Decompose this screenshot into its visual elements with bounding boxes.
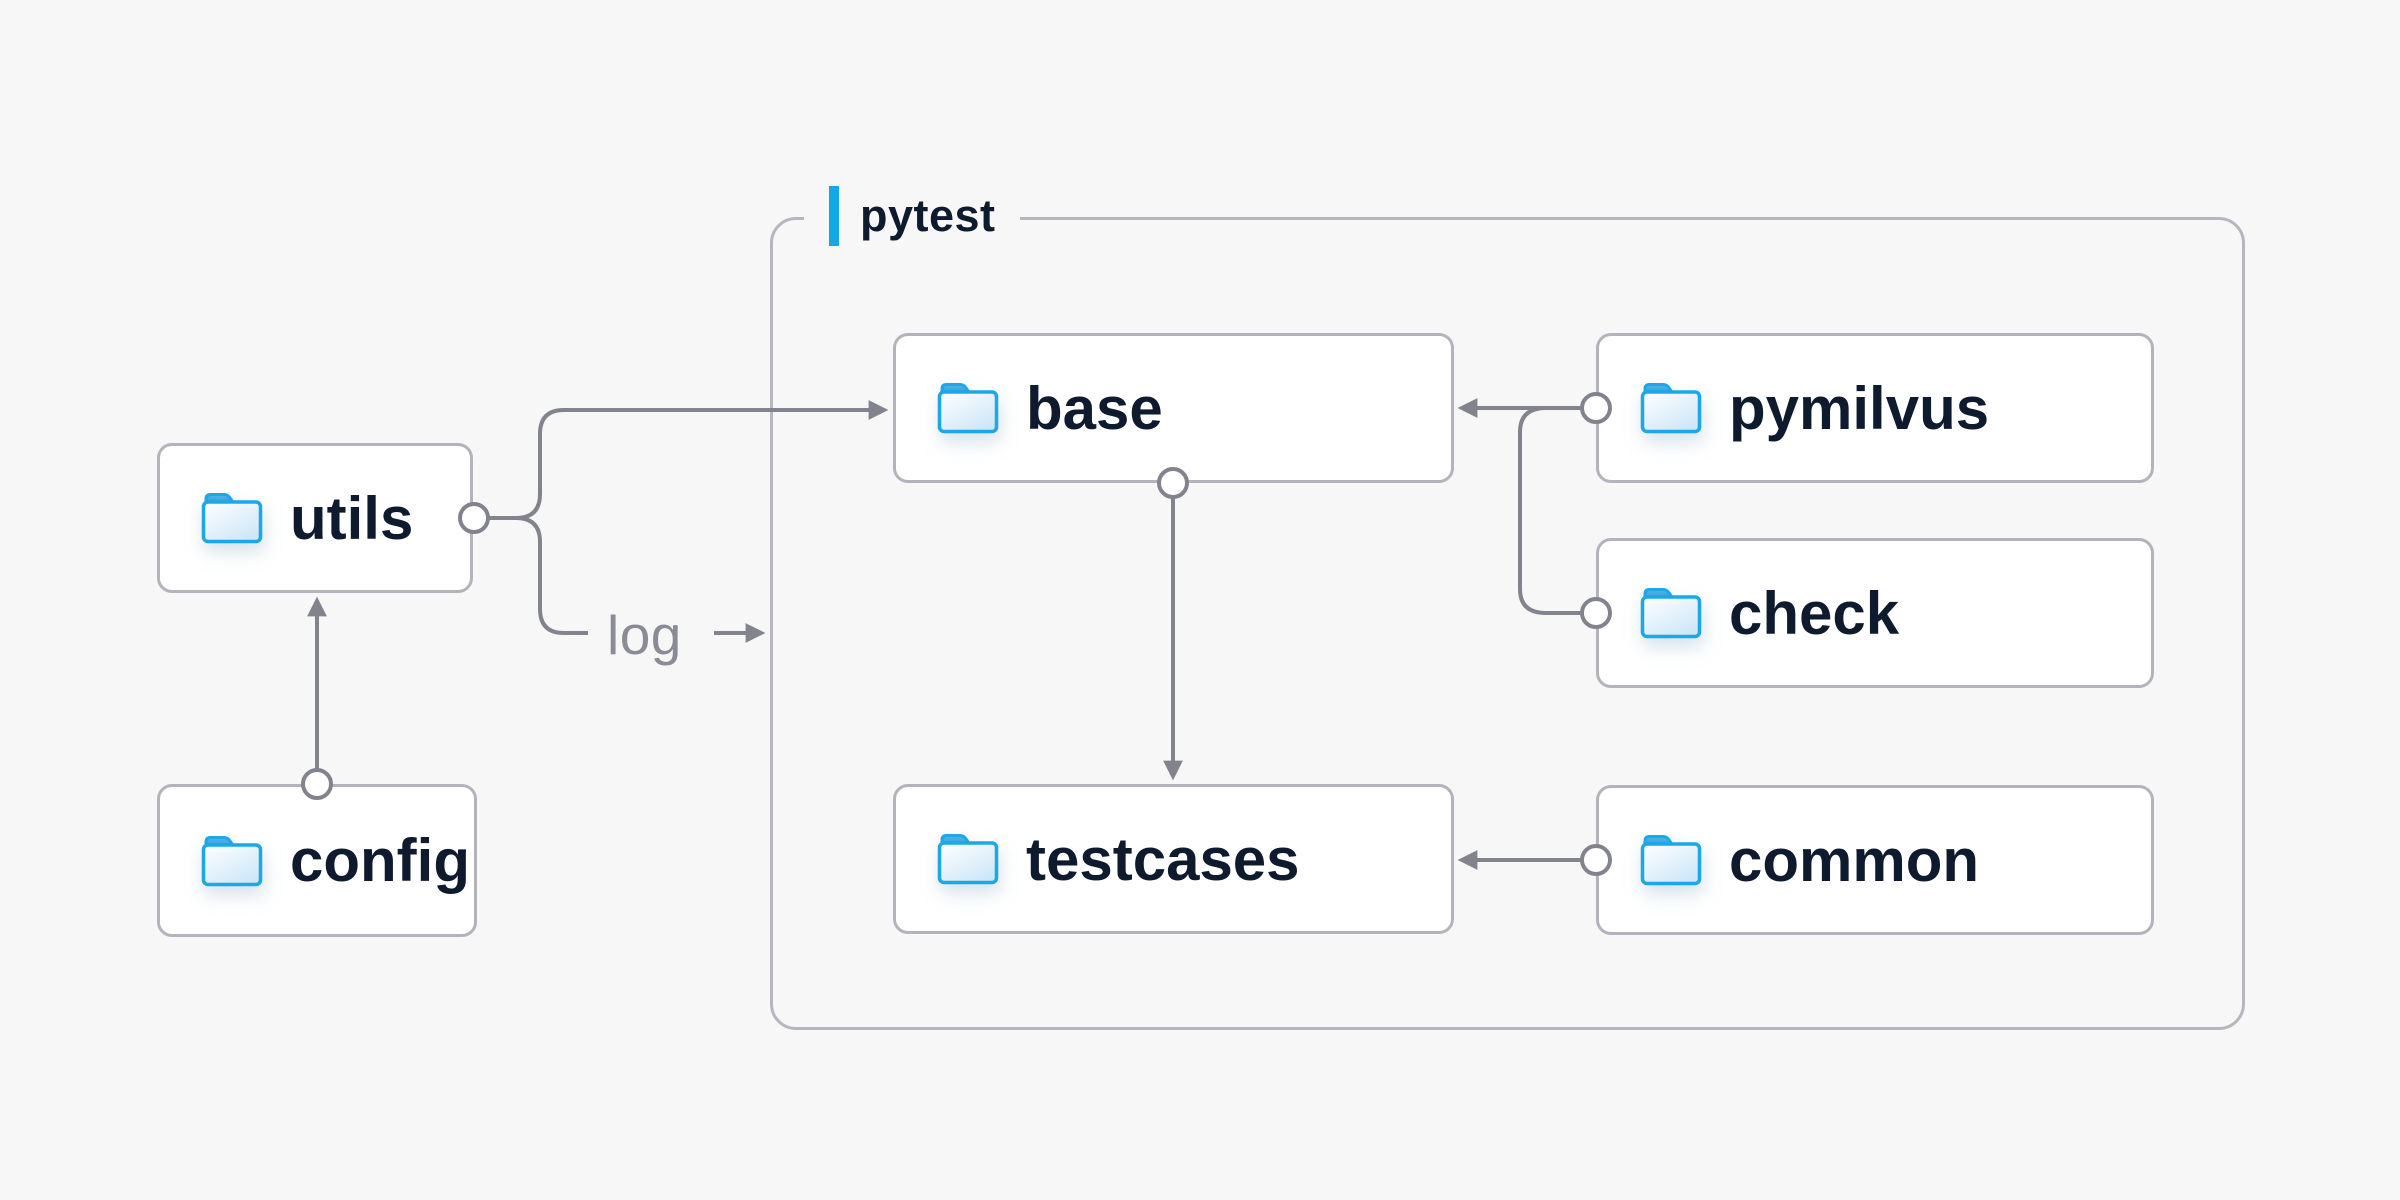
pytest-group-label-text: pytest xyxy=(860,190,996,241)
node-pymilvus: pymilvus xyxy=(1596,333,2154,483)
folder-icon xyxy=(201,835,263,886)
node-label-utils: utils xyxy=(290,484,414,552)
node-label-config: config xyxy=(290,827,470,894)
edge-label-log: log xyxy=(607,604,682,666)
edge-utils-log xyxy=(515,516,588,635)
folder-icon xyxy=(937,834,999,885)
folder-icon xyxy=(937,383,999,434)
node-label-check: check xyxy=(1729,579,1900,647)
node-label-testcases: testcases xyxy=(1026,825,1300,893)
folder-icon xyxy=(1640,588,1702,639)
pytest-group-container xyxy=(770,217,2245,1030)
node-label-base: base xyxy=(1026,374,1163,442)
pytest-group-label: pytest xyxy=(804,186,1020,246)
folder-icon xyxy=(1640,383,1702,434)
folder-icon xyxy=(1640,835,1702,886)
node-label-common: common xyxy=(1729,826,1980,894)
node-testcases: testcases xyxy=(893,784,1454,934)
node-check: check xyxy=(1596,538,2154,688)
node-label-pymilvus: pymilvus xyxy=(1729,374,1990,442)
node-config: config xyxy=(157,784,477,937)
node-base: base xyxy=(893,333,1454,483)
accent-bar xyxy=(829,186,839,246)
folder-icon xyxy=(201,493,263,544)
node-common: common xyxy=(1596,785,2154,935)
node-utils: utils xyxy=(157,443,473,593)
